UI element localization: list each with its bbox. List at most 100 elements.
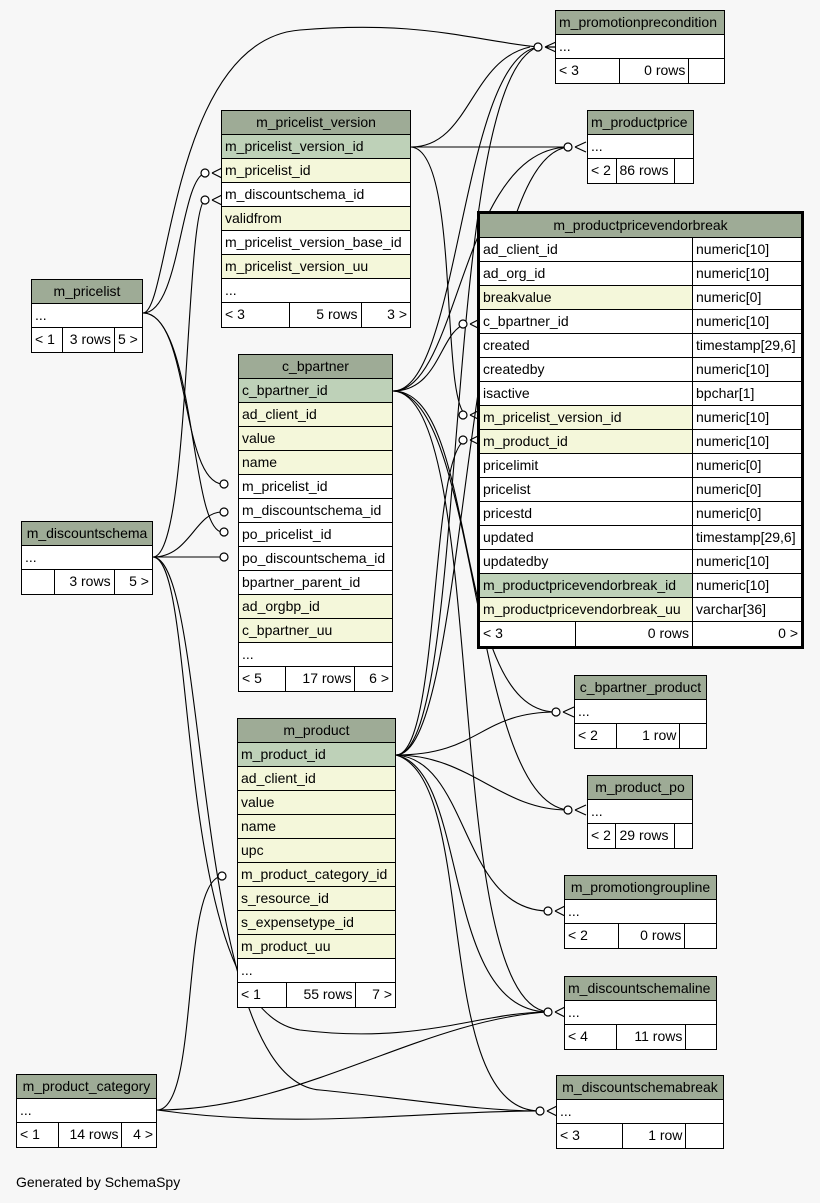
table-m-pricelist[interactable]: m_pricelist ... < 1 3 rows 5 > — [31, 279, 143, 353]
edge-bpartner-to-product-po — [392, 390, 569, 811]
edge-category-to-discountschemaline — [156, 1011, 549, 1111]
table-m-product-category[interactable]: m_product_category ... < 1 14 rows 4 > — [16, 1074, 157, 1148]
table-m-promotiongroupline[interactable]: m_promotiongroupline ... < 2 0 rows — [564, 875, 717, 949]
column-name: pricelist — [483, 481, 531, 497]
edge-product-to-bpartner-product — [395, 711, 557, 756]
column-type: timestamp[29,6] — [692, 526, 801, 549]
table-title: m_product — [238, 719, 395, 743]
table-footer: < 3 1 row — [557, 1124, 723, 1148]
column-type: numeric[0] — [692, 286, 801, 309]
table-m-discountschema[interactable]: m_discountschema ... 3 rows 5 > — [21, 521, 153, 595]
column-name: m_product_id — [483, 433, 568, 449]
table-row: m_discountschema_id — [239, 499, 392, 523]
table-footer: < 3 0 rows — [556, 59, 724, 83]
table-footer: < 3 5 rows 3 > — [222, 303, 410, 327]
table-m-pricelist-version[interactable]: m_pricelist_version m_pricelist_version_… — [221, 110, 411, 328]
table-row: name — [239, 451, 392, 475]
table-row: name — [238, 815, 395, 839]
table-row: isactive bpchar[1] — [480, 382, 801, 406]
table-row: m_discountschema_id — [222, 183, 410, 207]
table-m-productprice[interactable]: m_productprice ... < 2 86 rows — [587, 110, 694, 184]
column-type: numeric[10] — [692, 238, 801, 261]
table-row: ad_orgbp_id — [239, 595, 392, 619]
edge-product-to-discountschemaline — [395, 754, 549, 1013]
table-footer: < 3 0 rows 0 > — [480, 622, 801, 646]
table-footer: < 5 17 rows 6 > — [239, 667, 392, 691]
table-row: po_pricelist_id — [239, 523, 392, 547]
edge-pricelist-to-bpartner-1 — [142, 312, 223, 485]
table-row: ... — [22, 546, 152, 570]
table-footer: < 2 29 rows — [588, 824, 692, 848]
table-row: m_pricelist_version_id — [222, 135, 410, 159]
column-name: c_bpartner_id — [483, 313, 569, 329]
table-row: po_discountschema_id — [239, 547, 392, 571]
table-footer: < 1 55 rows 7 > — [238, 983, 395, 1007]
column-name: isactive — [483, 385, 530, 401]
table-title: m_product_po — [588, 776, 692, 800]
table-m-product[interactable]: m_product m_product_id ad_client_id valu… — [237, 718, 396, 1008]
column-name: createdby — [483, 361, 545, 377]
table-row: ... — [556, 35, 724, 59]
edge-bpartner-to-promotionprecondition — [392, 46, 539, 392]
table-row: bpartner_parent_id — [239, 571, 392, 595]
table-row: ... — [588, 135, 693, 159]
table-row: ... — [565, 900, 716, 924]
table-row: s_resource_id — [238, 887, 395, 911]
edge-product-to-vendorbreak — [395, 439, 467, 756]
edge-pricelist-to-bpartner-2 — [142, 312, 223, 533]
table-m-product-po[interactable]: m_product_po ... < 2 29 rows — [587, 775, 693, 849]
column-name: m_productpricevendorbreak_uu — [480, 598, 692, 621]
column-type: numeric[10] — [692, 310, 801, 333]
table-row: m_pricelist_id — [222, 159, 410, 183]
table-m-discountschemaline[interactable]: m_discountschemaline ... < 4 11 rows — [564, 976, 717, 1050]
table-row: ... — [575, 700, 706, 724]
table-title: c_bpartner — [239, 355, 392, 379]
table-footer: < 1 14 rows 4 > — [17, 1123, 156, 1147]
table-m-discountschemabreak[interactable]: m_discountschemabreak ... < 3 1 row — [556, 1075, 724, 1149]
edge-pricelist-to-promotionprecondition — [142, 26, 539, 314]
table-title: c_bpartner_product — [575, 676, 706, 700]
table-m-promotionprecondition[interactable]: m_promotionprecondition ... < 3 0 rows — [555, 10, 725, 84]
table-c-bpartner[interactable]: c_bpartner c_bpartner_id ad_client_id va… — [238, 354, 393, 692]
table-row: m_pricelist_id — [239, 475, 392, 499]
edge-pricelist-to-version — [142, 172, 206, 314]
generated-by-note: Generated by SchemaSpy — [16, 1174, 181, 1190]
edge-product-to-productprice — [395, 146, 569, 756]
table-title: m_productpricevendorbreak — [480, 214, 801, 238]
column-type: numeric[0] — [692, 478, 801, 501]
table-c-bpartner-product[interactable]: c_bpartner_product ... < 2 1 row — [574, 675, 707, 749]
table-row: m_product_category_id — [238, 863, 395, 887]
edge-discountschema-to-version — [152, 199, 206, 558]
table-row: upc — [238, 839, 395, 863]
edge-product-to-product-po — [395, 754, 569, 811]
table-footer: < 2 0 rows — [565, 924, 716, 948]
table-row: s_expensetype_id — [238, 911, 395, 935]
column-type: numeric[10] — [692, 430, 801, 453]
edge-category-to-product — [156, 875, 223, 1111]
table-row: c_bpartner_id numeric[10] — [480, 310, 801, 334]
table-row: m_product_uu — [238, 935, 395, 959]
table-row: value — [239, 427, 392, 451]
table-title: m_promotionprecondition — [556, 11, 724, 35]
table-row: c_bpartner_uu — [239, 619, 392, 643]
table-title: m_pricelist — [32, 280, 142, 304]
table-title: m_product_category — [17, 1075, 156, 1099]
column-type: numeric[0] — [692, 454, 801, 477]
column-type: bpchar[1] — [692, 382, 801, 405]
edge-discountschema-to-break — [152, 556, 541, 1112]
table-title: m_discountschema — [22, 522, 152, 546]
table-row: validfrom — [222, 207, 410, 231]
table-row: m_product_id — [238, 743, 395, 767]
column-name: m_pricelist_version_id — [483, 409, 622, 425]
